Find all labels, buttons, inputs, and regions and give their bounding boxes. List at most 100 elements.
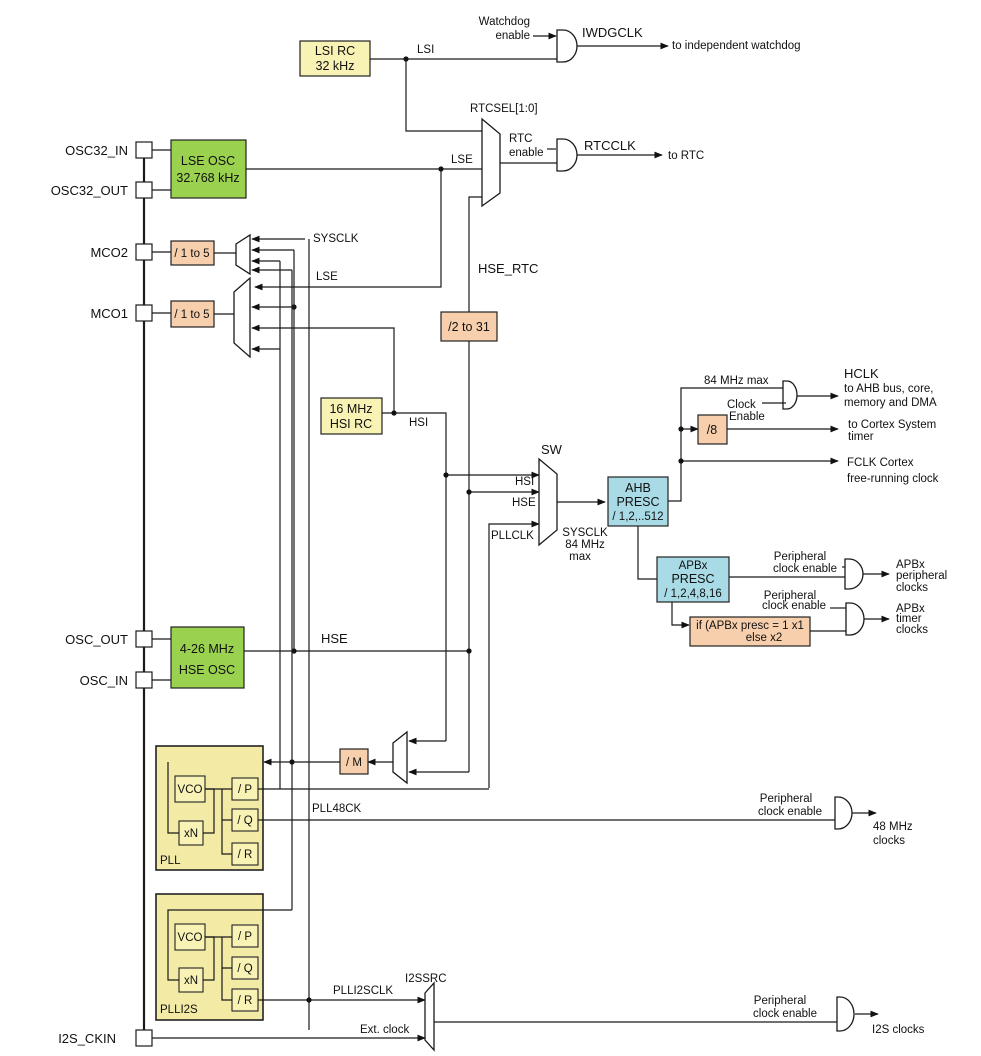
svg-text:OSC32_OUT: OSC32_OUT bbox=[51, 183, 128, 198]
pll48-enable-label-1: Peripheral bbox=[760, 793, 812, 805]
hsi-rc-label-1: 16 MHz bbox=[329, 402, 372, 416]
pll-xn-label: xN bbox=[184, 828, 198, 840]
ahb-presc-label-3: / 1,2,..512 bbox=[612, 511, 663, 523]
sw-mux bbox=[538, 457, 558, 547]
hse-osc-block bbox=[170, 626, 245, 689]
hsi-signal-label: HSI bbox=[409, 417, 428, 429]
pll-vco-label: VCO bbox=[178, 784, 203, 796]
mco1-prescaler-block bbox=[170, 300, 215, 328]
lse-osc-block bbox=[170, 139, 247, 199]
sysclk-label-2: 84 MHz bbox=[565, 539, 605, 551]
iwdg-and-gate bbox=[556, 29, 578, 63]
svg-text:I2S_CKIN: I2S_CKIN bbox=[58, 1031, 116, 1046]
apb-presc-label-1: APBx bbox=[679, 560, 708, 572]
plli2s-xn-label: xN bbox=[184, 975, 198, 987]
pin-mco1: MCO1 bbox=[90, 304, 153, 322]
rtcclk-label: RTCCLK bbox=[584, 138, 636, 153]
div8-block bbox=[697, 414, 728, 445]
to-rtc-label: to RTC bbox=[668, 150, 704, 162]
sysclk-label-1: SYSCLK bbox=[562, 527, 608, 539]
pll48ck-label: PLL48CK bbox=[312, 803, 362, 815]
timer-mult-label-2: else x2 bbox=[746, 632, 782, 644]
lse-osc-label-1: LSE OSC bbox=[181, 154, 235, 168]
apb-periph-label-1: APBx bbox=[896, 559, 925, 571]
rtcsel-label: RTCSEL[1:0] bbox=[470, 103, 538, 115]
i2s-enable-label-1: Peripheral bbox=[754, 995, 806, 1007]
apb-timer-label-3: clocks bbox=[896, 624, 928, 636]
svg-text:OSC_IN: OSC_IN bbox=[80, 673, 128, 688]
pll-r-label: / R bbox=[238, 849, 253, 861]
plli2sclk-label: PLLI2SCLK bbox=[333, 985, 393, 997]
hse-signal-label: HSE bbox=[321, 631, 348, 646]
apb-timer-label-2: timer bbox=[896, 613, 922, 625]
apb-periph-and-gate bbox=[844, 558, 864, 590]
i2s-enable-label-2: clock enable bbox=[753, 1008, 817, 1020]
rtc-and-gate bbox=[556, 138, 578, 172]
hclk-label: HCLK bbox=[844, 366, 879, 381]
lse-osc-label-2: 32.768 kHz bbox=[176, 171, 239, 185]
cortex-timer-label-1: to Cortex System bbox=[848, 419, 936, 431]
mco2-prescaler-label: / 1 to 5 bbox=[174, 248, 209, 260]
plli2s-r-label: / R bbox=[238, 995, 253, 1007]
rtc-enable-label-2: enable bbox=[509, 147, 544, 159]
pllm-label: / M bbox=[346, 757, 362, 769]
to-iwdg-label: to independent watchdog bbox=[672, 40, 801, 52]
apb-timer-label-1: APBx bbox=[896, 603, 925, 615]
mco1-prescaler-label: / 1 to 5 bbox=[174, 309, 209, 321]
ahb-presc-label-2: PRESC bbox=[616, 495, 659, 509]
lsi-rc-label-1: LSI RC bbox=[315, 44, 355, 58]
pin-osc-out: OSC_OUT bbox=[65, 630, 153, 648]
i2ssrc-mux bbox=[424, 981, 435, 1052]
iwdgclk-label: IWDGCLK bbox=[582, 25, 643, 40]
pin-osc32-in: OSC32_IN bbox=[65, 141, 153, 159]
timer-mult-label-1: if (APBx presc = 1 x1 bbox=[696, 620, 804, 632]
lsi-signal-label: LSI bbox=[417, 44, 434, 56]
apb-prescaler-block bbox=[656, 556, 730, 603]
apb-timer-enable-label-2: clock enable bbox=[762, 600, 826, 612]
mhz48-label-1: 48 MHz bbox=[873, 821, 913, 833]
sw-pllclk-input-label: PLLCLK bbox=[491, 530, 534, 542]
rtcsel-mux bbox=[481, 117, 501, 208]
sysclk-mco-label: SYSCLK bbox=[313, 233, 359, 245]
hse-osc-label-1: 4-26 MHz bbox=[180, 642, 234, 656]
clock-enable-label-1: Clock bbox=[727, 399, 756, 411]
lsi-rc-label-2: 32 kHz bbox=[316, 59, 355, 73]
pll-q-label: / Q bbox=[237, 815, 252, 827]
i2ssrc-label: I2SSRC bbox=[405, 973, 447, 985]
pll48-enable-label-2: clock enable bbox=[758, 806, 822, 818]
lse-mco-label: LSE bbox=[316, 271, 338, 283]
plli2s-vco-label: VCO bbox=[178, 932, 203, 944]
apb-periph-enable-label-1: Peripheral bbox=[774, 551, 826, 563]
ext-clock-label: Ext. clock bbox=[360, 1024, 409, 1036]
ahb-prescaler-block bbox=[607, 476, 669, 527]
lse-rtc-label: LSE bbox=[451, 154, 473, 166]
ahb-max-label: 84 MHz max bbox=[704, 375, 769, 387]
hclk-desc-1: to AHB bus, core, bbox=[844, 383, 934, 395]
plli2s-p-label: / P bbox=[238, 931, 252, 943]
pll-p-label: / P bbox=[238, 784, 252, 796]
timer-multiplier-block bbox=[689, 616, 811, 647]
pll-vco bbox=[174, 775, 206, 803]
svg-text:MCO2: MCO2 bbox=[90, 245, 128, 260]
clock-enable-label-2: Enable bbox=[729, 411, 765, 423]
plli2s-q-label: / Q bbox=[237, 963, 252, 975]
apb-timer-enable-label-1: Peripheral bbox=[764, 590, 816, 602]
fclk-label-2: free-running clock bbox=[847, 473, 939, 485]
svg-text:OSC32_IN: OSC32_IN bbox=[65, 143, 128, 158]
div8-label: /8 bbox=[707, 423, 717, 437]
mhz48-label-2: clocks bbox=[873, 835, 905, 847]
pll48-and-gate bbox=[834, 796, 853, 830]
pin-osc-in: OSC_IN bbox=[80, 671, 153, 689]
rtc-prescaler-label: /2 to 31 bbox=[448, 320, 490, 334]
plli2s-label: PLLI2S bbox=[160, 1004, 198, 1016]
pll-label: PLL bbox=[160, 855, 181, 867]
sw-hsi-input-label: HSI bbox=[515, 476, 534, 488]
pin-i2s-ckin: I2S_CKIN bbox=[58, 1029, 153, 1047]
mco2-mux bbox=[235, 233, 251, 276]
hse-rtc-label: HSE_RTC bbox=[478, 261, 538, 276]
fclk-label-1: FCLK Cortex bbox=[847, 457, 914, 469]
apb-periph-enable-label-2: clock enable bbox=[773, 563, 837, 575]
rtc-enable-label-1: RTC bbox=[509, 133, 532, 145]
plli2s-p-divider bbox=[231, 924, 259, 948]
